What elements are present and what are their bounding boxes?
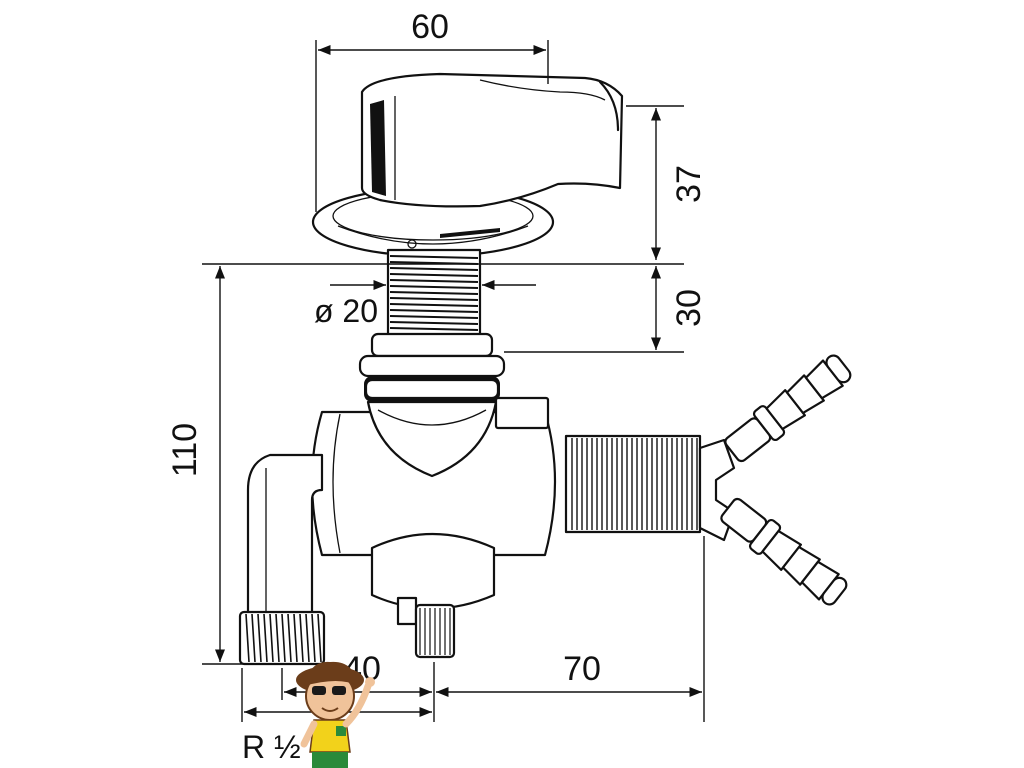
side-threaded-tube (564, 434, 736, 542)
label-handle-height: 37 (670, 165, 708, 203)
thread-line (389, 321, 479, 325)
thread-line (275, 613, 280, 663)
bottom-outlet (370, 532, 496, 610)
dimension-body-depth: 70 (436, 536, 705, 722)
thread-line (311, 613, 316, 663)
dimension-thread-diameter: ø 20 (314, 279, 536, 329)
thread-line (389, 327, 479, 331)
thread-line (389, 297, 479, 301)
dimension-handle-height: 37 (626, 105, 708, 260)
side-tube (564, 434, 702, 534)
thread-line (389, 255, 479, 259)
thread-line (389, 309, 479, 313)
label-total-height: 110 (166, 423, 204, 477)
label-thread-length: 30 (670, 289, 708, 327)
threaded-shank (358, 248, 506, 402)
label-body-depth: 70 (563, 650, 601, 688)
thread-line (389, 291, 479, 295)
lever-body (360, 72, 624, 208)
label-thread-diameter: ø 20 (314, 293, 378, 329)
thread-line (263, 613, 268, 663)
hose-nipple-lower (720, 497, 848, 606)
thread-line (269, 613, 274, 663)
thread-line (389, 279, 479, 283)
boy-mascot-icon (296, 661, 375, 768)
valve-body (310, 396, 557, 659)
thread-line (389, 273, 479, 277)
inlet-elbow (238, 453, 326, 666)
thread-line (281, 613, 286, 663)
dimension-thread-length: 30 (202, 263, 708, 353)
hose-nipple-upper (724, 354, 852, 463)
label-connection-thread: R ½ (242, 729, 301, 765)
thread-line (317, 613, 322, 663)
dimension-handle-width: 60 (315, 8, 549, 212)
thread-line (251, 613, 256, 663)
thread-line (305, 613, 310, 663)
thread-line (257, 613, 262, 663)
dimension-total-height: 110 (166, 266, 318, 665)
thread-line (389, 267, 479, 271)
valve-handle (311, 72, 624, 258)
thread-line (287, 613, 292, 663)
thread-line (293, 613, 298, 663)
thread-line (389, 303, 479, 307)
thread-line (389, 315, 479, 319)
thread-line (299, 613, 304, 663)
thread-line (245, 613, 250, 663)
thread-line (389, 285, 479, 289)
label-handle-width: 60 (411, 8, 449, 46)
